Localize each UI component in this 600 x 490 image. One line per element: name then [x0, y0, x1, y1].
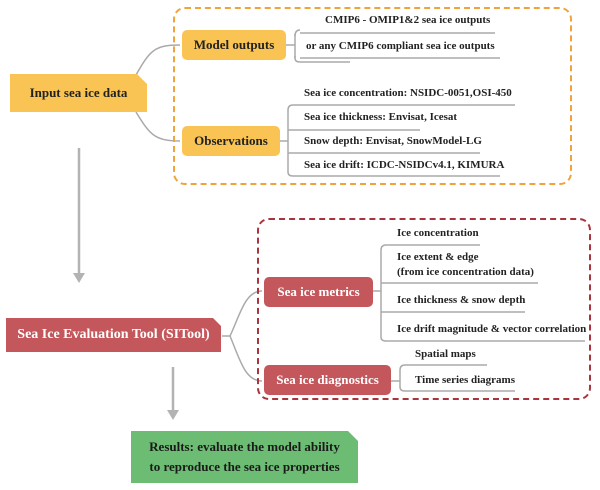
observation-item: Sea ice concentration: NSIDC-0051,OSI-45…: [304, 87, 512, 99]
observation-item: Sea ice thickness: Envisat, Icesat: [304, 111, 458, 123]
connector-diag-l1: [399, 364, 487, 371]
connector-model-under2: [294, 56, 500, 59]
metrics-label: Sea ice metrics: [277, 284, 360, 299]
arrow-input-to-tool-head: [73, 273, 85, 283]
observations-node: Observations: [182, 126, 280, 156]
results-line-1: Results: evaluate the model ability: [149, 439, 340, 454]
observation-item: Snow depth: Envisat, SnowModel-LG: [304, 135, 482, 147]
results-line-2: to reproduce the sea ice properties: [149, 459, 340, 474]
model-output-item: CMIP6 - OMIP1&2 sea ice outputs: [325, 14, 491, 26]
sitool-title: Sea Ice Evaluation Tool (SITool): [17, 327, 210, 342]
model-outputs-node: Model outputs: [182, 30, 286, 60]
metric-item: Ice drift magnitude & vector correlation: [397, 323, 587, 335]
connector-model-top: [294, 29, 301, 37]
diagnostic-item: Spatial maps: [415, 348, 476, 360]
connector-model-bracket: [286, 34, 350, 63]
observations-label: Observations: [194, 133, 268, 148]
metric-item: Ice thickness & snow depth: [397, 294, 526, 306]
connector-tool-metrics: [222, 290, 263, 337]
arrow-tool-to-results-head: [167, 410, 179, 420]
sea-ice-metrics-node: Sea ice metrics: [264, 277, 373, 307]
connector-diag-bracket: [391, 370, 515, 392]
model-outputs-label: Model outputs: [193, 37, 275, 52]
model-output-item: or any CMIP6 compliant sea ice outputs: [306, 40, 495, 52]
sitool-node: Sea Ice Evaluation Tool (SITool): [6, 318, 221, 352]
metric-item: Ice extent & edge: [397, 251, 479, 263]
sea-ice-diagnostics-node: Sea ice diagnostics: [264, 365, 391, 395]
metric-item-note: (from ice concentration data): [397, 266, 534, 278]
tool-group-frame: [257, 218, 591, 400]
metric-item: Ice concentration: [397, 227, 479, 239]
diagnostic-item: Time series diagrams: [415, 374, 516, 386]
results-node: Results: evaluate the model ability to r…: [131, 431, 358, 483]
connector-obs-l1: [287, 104, 515, 111]
input-title: Input sea ice data: [29, 85, 128, 100]
observation-item: Sea ice drift: ICDC-NSIDCv4.1, KIMURA: [304, 159, 505, 171]
input-group-frame: [173, 7, 572, 185]
connector-obs-bracket: [280, 110, 500, 177]
connector-metrics-l1: [380, 244, 480, 251]
diagnostics-label: Sea ice diagnostics: [276, 372, 379, 387]
input-sea-ice-data-node: Input sea ice data: [10, 74, 147, 112]
